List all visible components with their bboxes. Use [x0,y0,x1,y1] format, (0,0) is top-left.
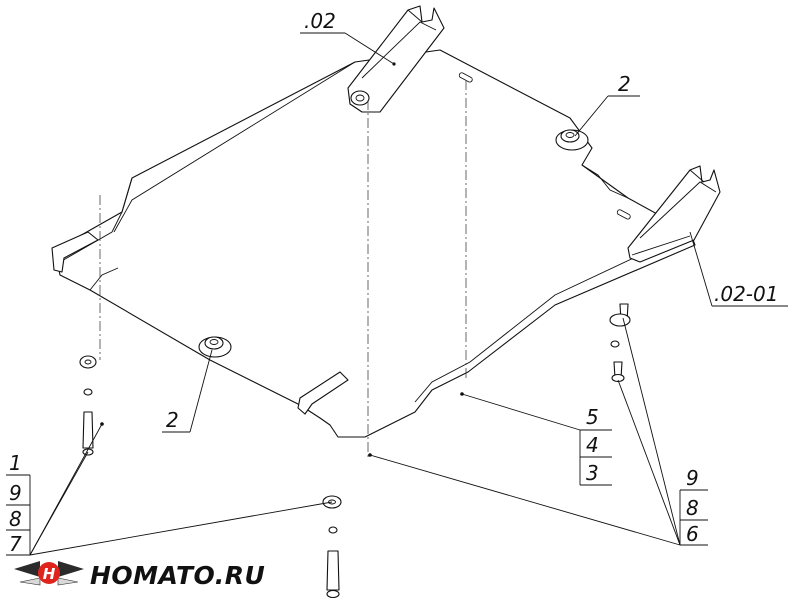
bushing-left [198,336,232,358]
label-stack-left-1: 1 [9,451,22,475]
wing-emblem-icon: H [14,561,84,586]
label-part-02-01: .02-01 [714,282,778,306]
label-stack-left-9: 9 [9,481,22,505]
label-callout-2-left: 2 [166,408,179,432]
label-callout-2-top: 2 [618,72,631,96]
label-stack-left-7: 7 [9,532,22,556]
label-stack-mid-3: 3 [586,461,599,485]
label-stack-mid-5: 5 [586,405,599,429]
label-stack-mid-4: 4 [586,433,599,457]
label-stack-right-6: 6 [686,522,699,546]
svg-text:H: H [43,565,56,583]
label-part-02: .02 [304,9,336,33]
bracket-02-01 [627,165,721,263]
fastener-set-bottom [322,495,342,599]
fastener-set-left [79,355,104,456]
bushing-top [555,129,589,151]
label-stack-left-8: 8 [9,507,22,531]
logo-text: HOMATO.RU [90,561,265,590]
bracket-02 [347,5,445,113]
leader-lines [6,32,788,556]
fastener-set-right [609,303,631,383]
label-stack-right-9: 9 [686,466,699,490]
homato-logo: H HOMATO.RU [14,561,265,590]
label-stack-right-8: 8 [686,496,699,520]
